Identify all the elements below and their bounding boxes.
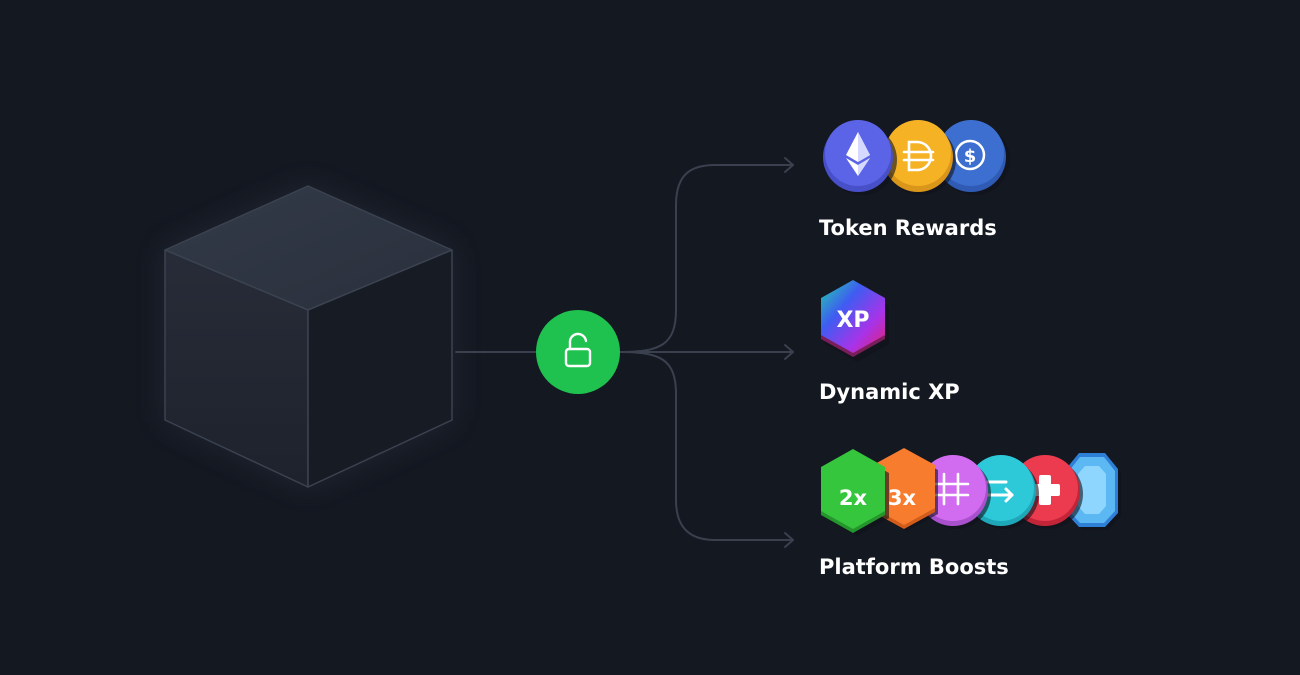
- platform-boosts-icons: 3x 2x: [821, 448, 1121, 536]
- xp-badge-text: XP: [836, 308, 869, 333]
- platform-boosts-label: Platform Boosts: [819, 555, 1009, 579]
- svg-text:$: $: [964, 146, 977, 167]
- arrow-head-xp: [784, 344, 794, 360]
- ethereum-icon: [823, 120, 897, 195]
- xp-badge-icon: XP: [821, 280, 889, 362]
- unlock-icon: [564, 332, 592, 368]
- connector-to-token-rewards: [619, 164, 794, 353]
- usdc-icon: $: [936, 120, 1010, 195]
- arrow-head-token: [784, 157, 794, 173]
- connector-to-platform-boosts: [619, 351, 794, 541]
- dynamic-xp-label: Dynamic XP: [819, 380, 960, 404]
- connectors: [455, 157, 794, 548]
- arrow-head-boosts: [784, 532, 794, 548]
- cube: [164, 185, 453, 488]
- token-rewards-label: Token Rewards: [819, 216, 997, 240]
- boost-2x-text: 2x: [839, 486, 868, 510]
- token-rewards-icons: $: [823, 120, 1010, 195]
- unlock-button: [536, 310, 620, 394]
- dai-icon: [883, 120, 956, 195]
- cube-right-face: [307, 249, 453, 488]
- boost-3x-text: 3x: [888, 486, 917, 510]
- boost-2x-icon: 2x: [821, 449, 889, 536]
